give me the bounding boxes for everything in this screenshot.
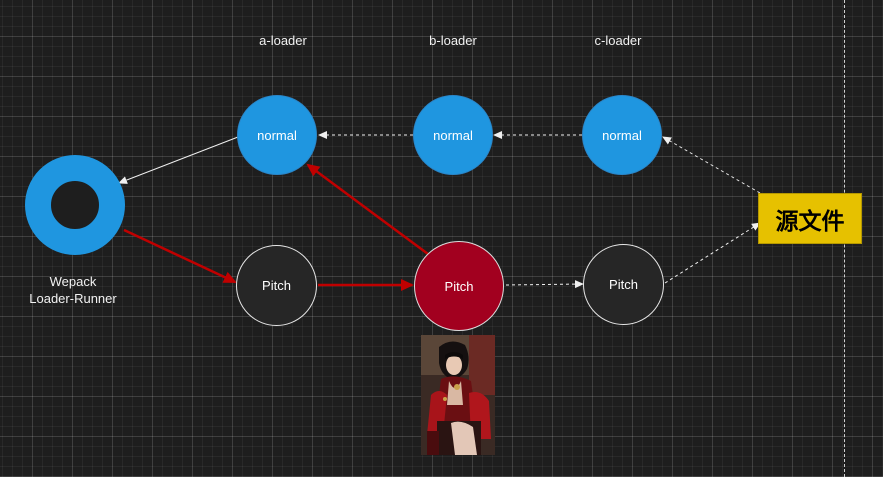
source-file-label: 源文件 bbox=[775, 208, 845, 235]
pitch-node-b-label: Pitch bbox=[444, 278, 474, 294]
normal-node-a: normal bbox=[237, 95, 317, 175]
arrow-runner-to-pitch-a bbox=[123, 228, 237, 284]
arrow-pitch-b-to-normal-a bbox=[306, 163, 429, 256]
a-loader-label: a-loader bbox=[259, 33, 307, 48]
arrow-source-to-normal-c bbox=[662, 136, 761, 194]
c-loader-label: c-loader bbox=[594, 33, 642, 48]
normal-node-b: normal bbox=[413, 95, 493, 175]
pitch-node-a-label: Pitch bbox=[262, 278, 291, 293]
normal-node-a-label: normal bbox=[257, 127, 297, 143]
b-loader-label: b-loader bbox=[429, 33, 477, 48]
loader-runner-label: Wepack Loader-Runner bbox=[10, 273, 136, 307]
source-file-box: 源文件 bbox=[758, 193, 862, 244]
arrow-pitch-b-to-pitch-c bbox=[505, 280, 584, 289]
arrow-pitch-c-to-source bbox=[664, 222, 761, 284]
normal-node-c-label: normal bbox=[602, 127, 642, 143]
loader-runner-label-line2: Loader-Runner bbox=[29, 291, 117, 306]
character-portrait-image bbox=[421, 335, 495, 455]
pitch-node-a: Pitch bbox=[236, 245, 317, 326]
arrow-normal-a-to-runner bbox=[118, 136, 239, 184]
pitch-node-c-label: Pitch bbox=[609, 277, 638, 292]
pitch-node-b: Pitch bbox=[414, 241, 504, 331]
pitch-node-c: Pitch bbox=[583, 244, 664, 325]
loader-runner-ring bbox=[25, 155, 125, 255]
loader-runner-label-line1: Wepack bbox=[49, 274, 97, 289]
normal-node-c: normal bbox=[582, 95, 662, 175]
normal-node-b-label: normal bbox=[433, 127, 473, 143]
